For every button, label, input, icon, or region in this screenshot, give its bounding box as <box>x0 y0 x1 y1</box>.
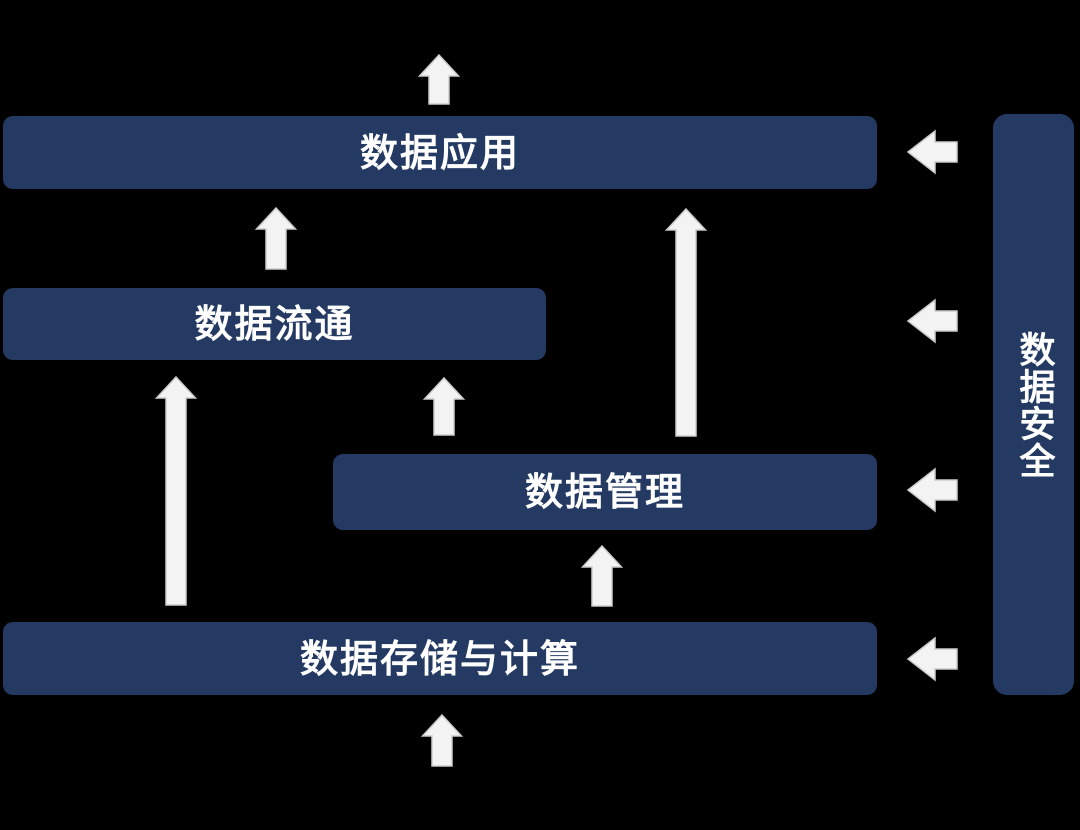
left-arrow <box>906 636 958 682</box>
layer-label-data-management: 数据管理 <box>524 470 685 514</box>
up-arrow <box>254 206 298 270</box>
layer-label-data-circulation: 数据流通 <box>194 302 355 346</box>
up-arrow <box>420 713 464 767</box>
left-arrow <box>906 298 958 344</box>
side-bar-label-data-security: 数据安全 <box>1013 330 1055 479</box>
layer-box-data-management: 数据管理 <box>333 454 877 530</box>
layer-box-data-storage-compute: 数据存储与计算 <box>3 622 877 695</box>
layer-box-data-application: 数据应用 <box>3 116 877 189</box>
layer-box-data-circulation: 数据流通 <box>3 288 546 360</box>
up-arrow <box>422 376 466 436</box>
up-arrow <box>580 544 624 607</box>
up-arrow <box>417 53 461 105</box>
up-arrow <box>664 207 708 437</box>
layer-label-data-storage-compute: 数据存储与计算 <box>299 636 580 681</box>
side-bar-data-security: 数据安全 <box>993 114 1074 695</box>
layer-label-data-application: 数据应用 <box>359 130 520 175</box>
left-arrow <box>906 129 958 175</box>
up-arrow <box>154 375 198 606</box>
left-arrow <box>906 467 958 513</box>
